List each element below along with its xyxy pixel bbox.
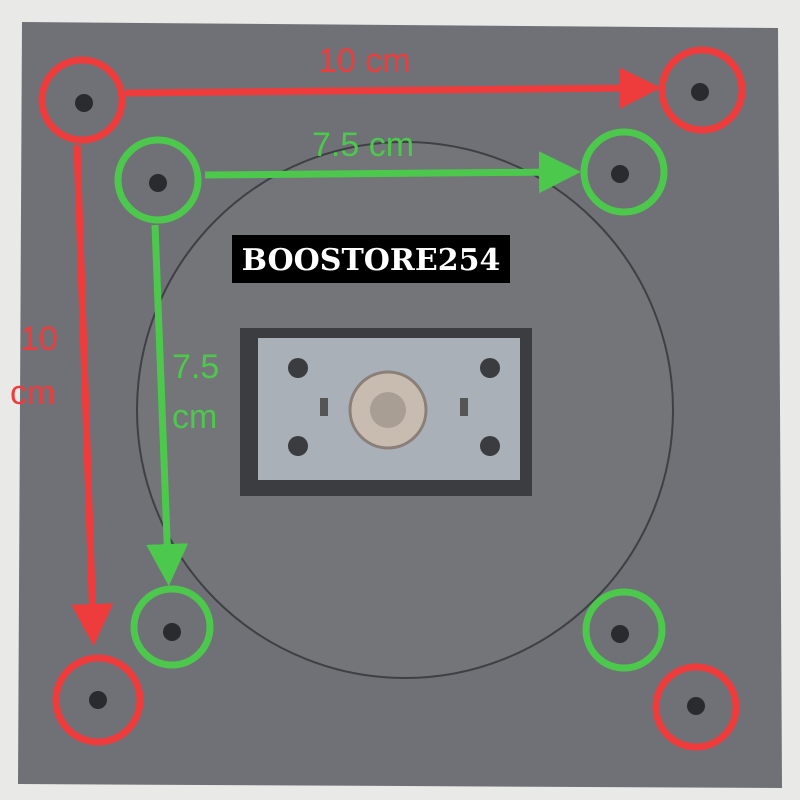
brand-label: BOOSTORE254 [242, 243, 501, 278]
inner-pattern-markers [114, 128, 668, 672]
inner-vertical-label-line2: cm [172, 398, 217, 436]
inner-horizontal-label: 7.5 cm [312, 126, 414, 164]
brand-label-background [232, 235, 510, 283]
outer-vertical-label-line1: 10 [20, 320, 58, 358]
outer-horizontal-label: 10 cm [318, 42, 411, 80]
outer-vertical-label-line2: cm [10, 374, 55, 412]
inner-vertical-label-line1: 7.5 [172, 348, 219, 386]
mount-bracket [240, 328, 532, 496]
outer-pattern-markers [38, 46, 746, 751]
screw-holes [75, 83, 709, 715]
